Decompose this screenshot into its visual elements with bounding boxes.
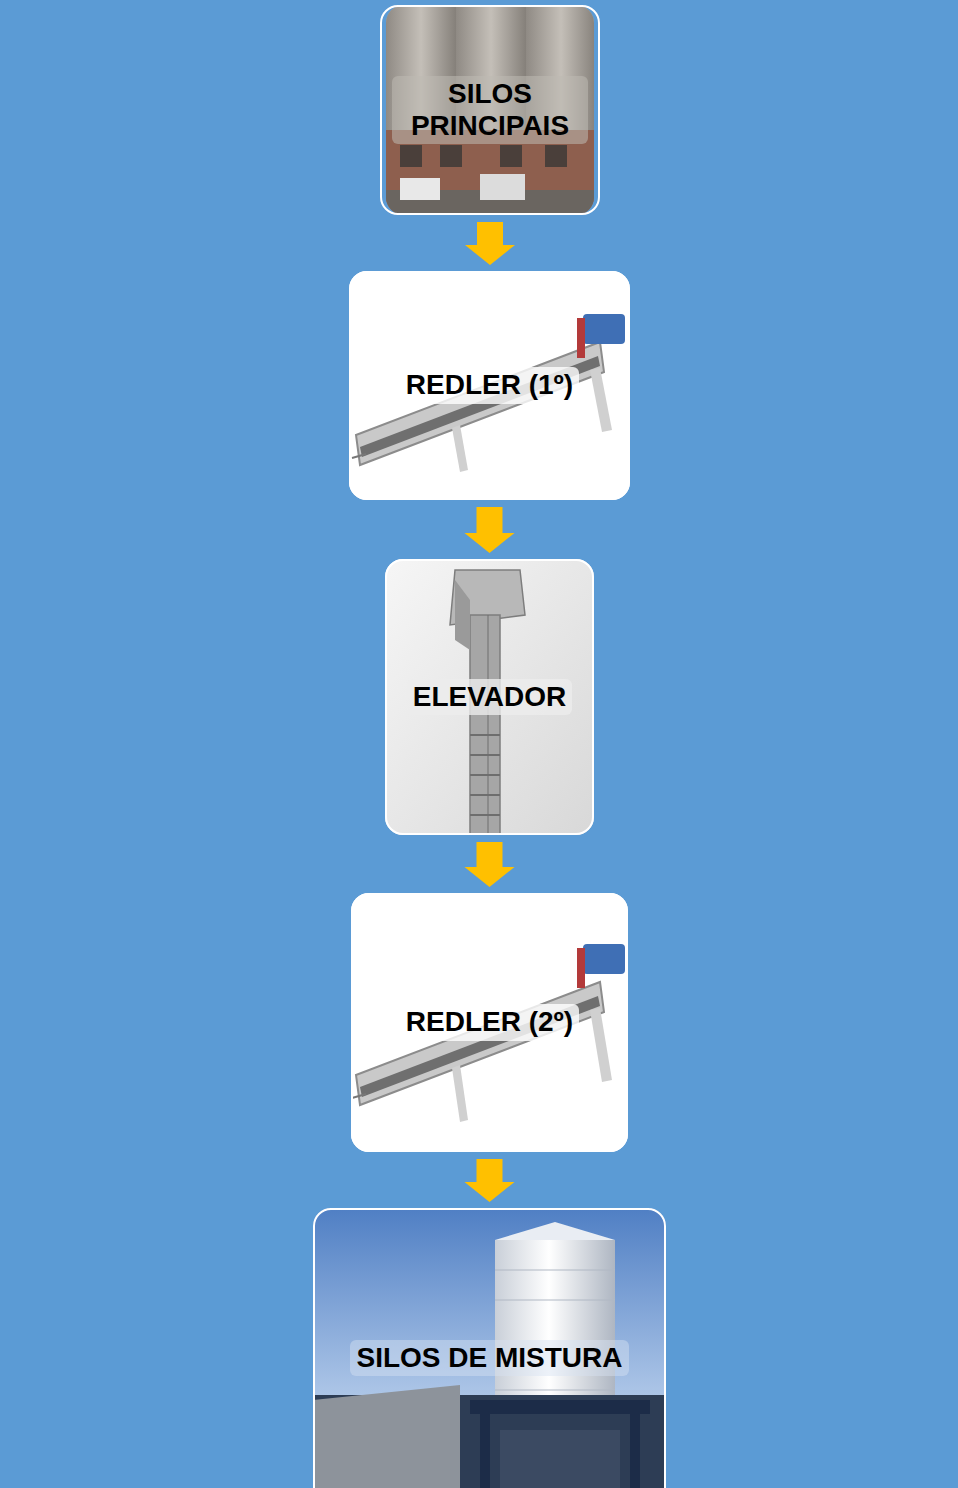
- elevator-box: ELEVADOR: [385, 559, 594, 835]
- redler-illustration: [349, 271, 630, 500]
- mixing-silos-photo: [313, 1208, 666, 1488]
- flow-arrow: [465, 507, 515, 553]
- conveyor-box: REDLER (2º): [351, 893, 628, 1152]
- flow-arrow: [465, 222, 515, 265]
- node-label: REDLER (2º): [400, 1004, 579, 1040]
- flow-arrow: [465, 1159, 515, 1202]
- node-label: REDLER (1º): [400, 367, 579, 403]
- node-label: SILOS DE MISTURA: [350, 1340, 628, 1376]
- elevator-illustration: [385, 559, 594, 835]
- conveyor-box: REDLER (1º): [349, 271, 630, 500]
- flow-arrow: [465, 842, 515, 887]
- node-label: ELEVADOR: [407, 679, 573, 715]
- redler-illustration: [351, 893, 628, 1152]
- silo-box: SILOS DE MISTURA: [313, 1208, 666, 1488]
- node-label: SILOS PRINCIPAIS: [392, 76, 588, 144]
- silos-photo: [386, 5, 594, 215]
- silo-box: SILOS PRINCIPAIS: [380, 5, 600, 215]
